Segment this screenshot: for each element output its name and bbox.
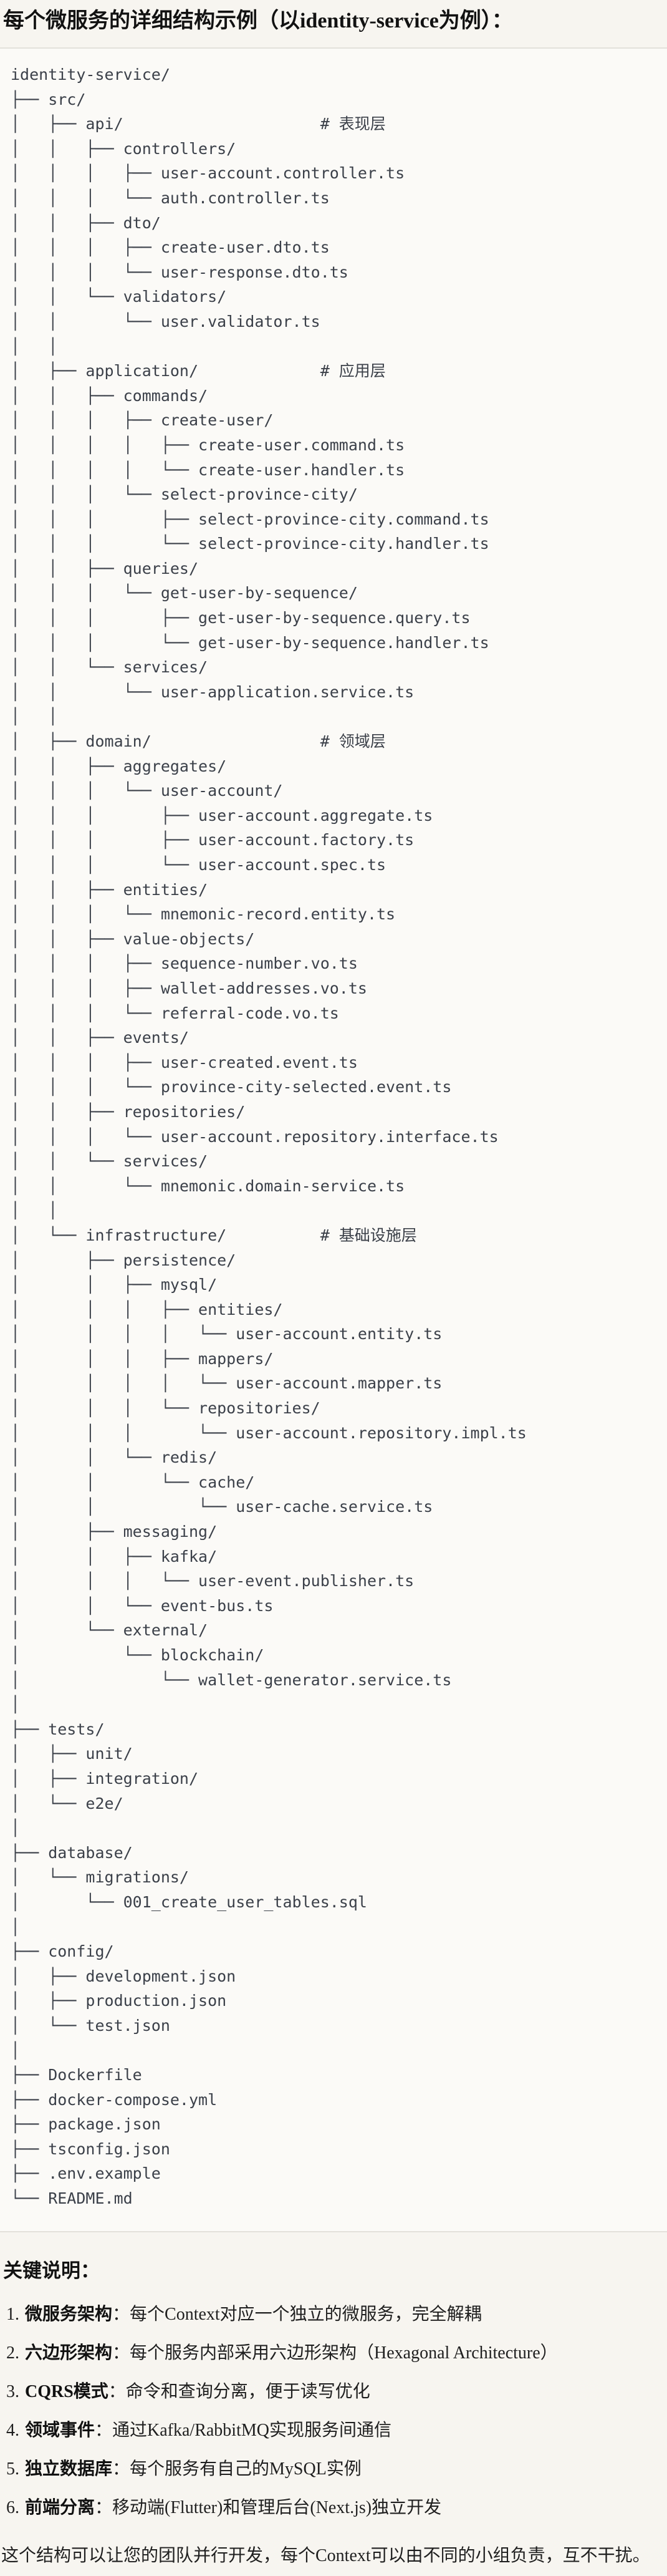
list-item: 4. 领域事件：通过Kafka/RabbitMQ实现服务间通信	[6, 2421, 667, 2440]
directory-tree-code-block: identity-service/ ├── src/ │ ├── api/ # …	[0, 47, 667, 2232]
list-item-number: 2.	[6, 2343, 19, 2363]
notes-list: 1. 微服务架构：每个Context对应一个独立的微服务，完全解耦 2. 六边形架构…	[0, 2305, 667, 2517]
directory-tree-text: identity-service/ ├── src/ │ ├── api/ # …	[11, 65, 527, 2208]
list-item-label: 独立数据库	[25, 2459, 113, 2479]
list-item-text: ：移动端(Flutter)和管理后台(Next.js)独立开发	[95, 2497, 442, 2517]
list-item-label: 前端分离	[25, 2497, 95, 2517]
list-item: 5. 独立数据库：每个服务有自己的MySQL实例	[6, 2459, 667, 2479]
list-item-text: ：每个服务内部采用六边形架构（Hexagonal Architecture）	[112, 2343, 558, 2363]
list-item-label: 六边形架构	[25, 2343, 113, 2363]
list-item-number: 3.	[6, 2381, 19, 2401]
list-item: 1. 微服务架构：每个Context对应一个独立的微服务，完全解耦	[6, 2305, 667, 2324]
list-item-number: 1.	[6, 2304, 19, 2324]
list-item-label: 微服务架构	[25, 2304, 113, 2324]
page-title: 每个微服务的详细结构示例（以identity-service为例）：	[3, 9, 513, 32]
notes-heading: 关键说明：	[3, 2259, 100, 2282]
list-item-text: ：每个Context对应一个独立的微服务，完全解耦	[112, 2304, 482, 2324]
list-item-label: CQRS模式	[25, 2381, 108, 2401]
list-item: 3. CQRS模式：命令和查询分离，便于读写优化	[6, 2382, 667, 2401]
list-item-number: 5.	[6, 2459, 19, 2479]
list-item-text: ：每个服务有自己的MySQL实例	[112, 2459, 362, 2479]
list-item-number: 6.	[6, 2497, 19, 2517]
list-item: 6. 前端分离：移动端(Flutter)和管理后台(Next.js)独立开发	[6, 2498, 667, 2517]
list-item-number: 4.	[6, 2420, 19, 2440]
list-item-text: ：通过Kafka/RabbitMQ实现服务间通信	[95, 2420, 391, 2440]
closing-paragraph: 这个结构可以让您的团队并行开发，每个Context可以由不同的小组负责，互不干扰…	[1, 2545, 650, 2565]
list-item-text: ：命令和查询分离，便于读写优化	[108, 2381, 370, 2401]
list-item-label: 领域事件	[25, 2420, 95, 2440]
list-item: 2. 六边形架构：每个服务内部采用六边形架构（Hexagonal Architec…	[6, 2343, 667, 2363]
